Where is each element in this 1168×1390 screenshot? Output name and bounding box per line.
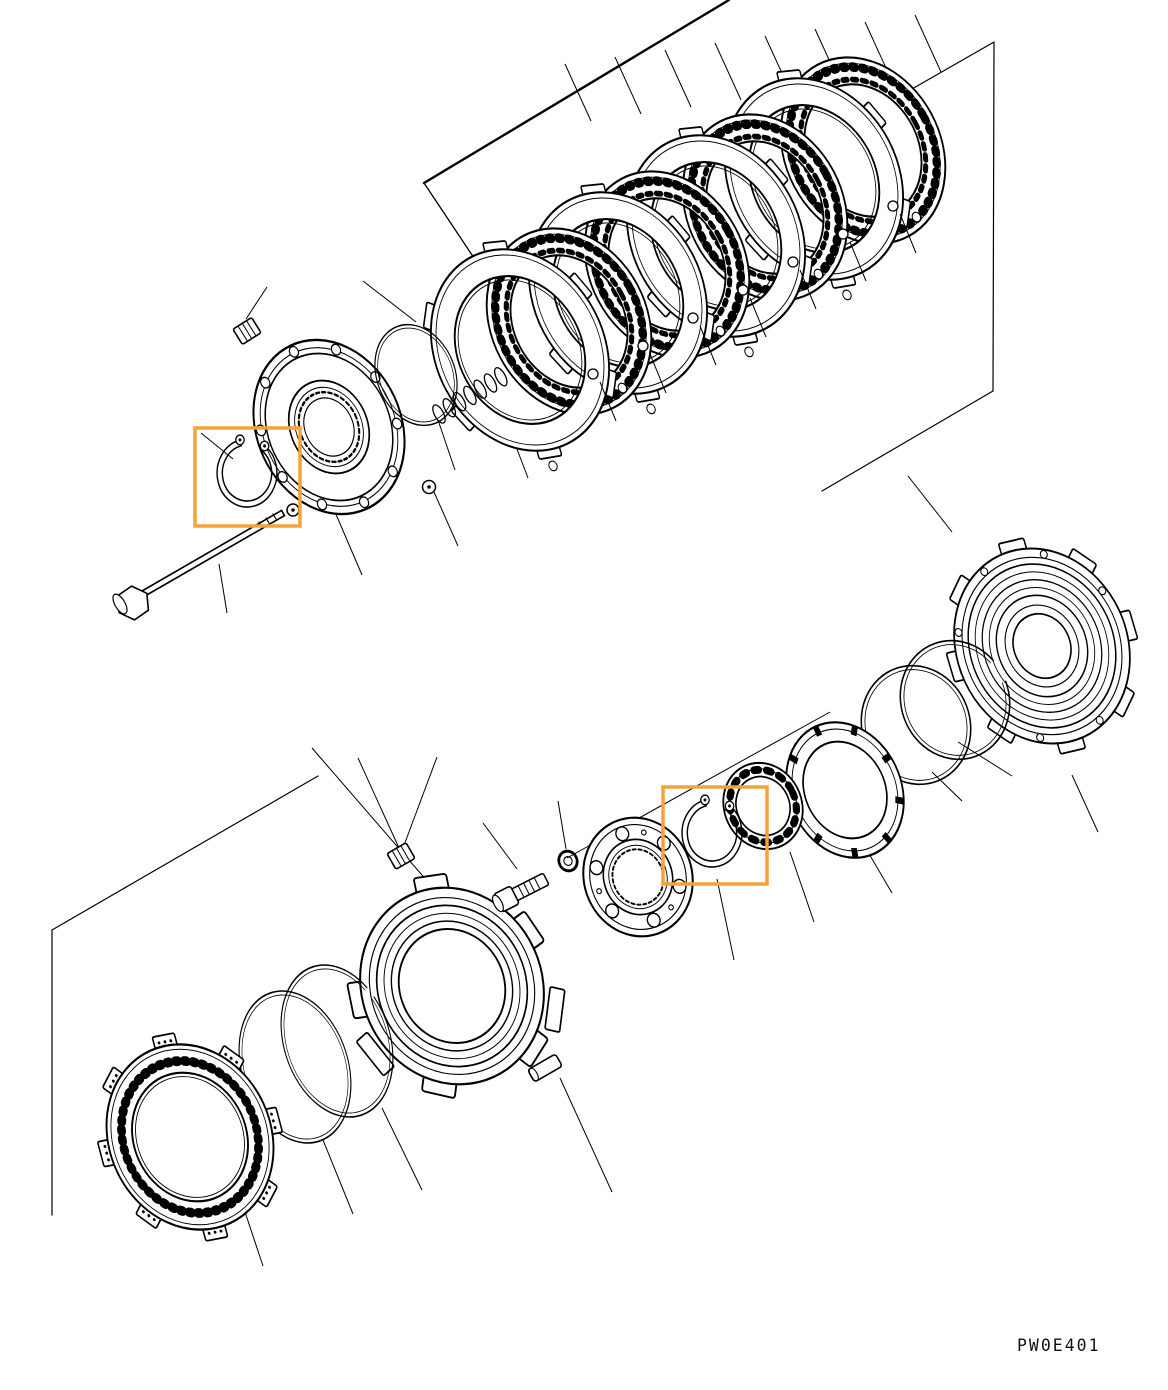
leader-line — [242, 1205, 264, 1267]
fence-left-corner-edge — [423, 182, 475, 259]
leader-line — [867, 851, 893, 894]
carrier-plug — [386, 841, 416, 871]
leader-line — [714, 42, 742, 101]
washer — [557, 849, 579, 873]
housing-rim-holes — [954, 549, 1107, 743]
leader-line — [362, 280, 417, 323]
fence-lower-left-diagonal — [51, 775, 319, 931]
leader-line — [716, 878, 735, 961]
socket-bolt — [491, 872, 550, 913]
clip-and-stub — [887, 200, 917, 254]
leader-line — [957, 741, 1013, 777]
leader-line — [1071, 774, 1099, 833]
small-clip — [286, 503, 300, 517]
leader-line — [402, 756, 438, 849]
clutch-disc-stack — [387, 28, 978, 505]
clutch-retainer-hub — [252, 338, 406, 516]
leader-line — [334, 511, 363, 576]
fence-right-bottom-edge — [821, 390, 994, 492]
piston-seal-ring-split — [280, 964, 394, 1118]
leader-line — [559, 1077, 613, 1193]
clip-and-stub — [737, 284, 767, 338]
breather-plug — [232, 316, 262, 346]
leader-line — [245, 286, 268, 320]
leader-line — [218, 563, 228, 614]
leader-line — [381, 1107, 423, 1191]
leader-line — [433, 491, 459, 547]
small-clip — [421, 479, 437, 495]
coil-spring — [432, 367, 508, 424]
leader-line — [564, 63, 592, 122]
toothed-end-plate — [97, 1032, 283, 1242]
leader-line — [357, 757, 400, 849]
clip-and-stub — [587, 368, 617, 422]
leader-line — [914, 14, 942, 73]
seal-ring-split — [899, 639, 1011, 761]
leader-line — [322, 1139, 354, 1215]
plate-tabs — [97, 1032, 283, 1242]
thrust-bearing-ring — [722, 761, 804, 851]
planet-carrier — [346, 872, 566, 1099]
leader-line — [311, 747, 429, 883]
fence-top-left-edge — [422, 0, 731, 185]
fence-right-edge — [992, 41, 995, 392]
clutch-drum-housing — [945, 537, 1139, 755]
clip-and-stub — [687, 312, 717, 366]
leader-line — [437, 419, 456, 471]
leader-line — [789, 851, 815, 923]
clip-and-stub — [787, 256, 817, 310]
o-ring-seal — [374, 323, 458, 427]
leader-line — [557, 800, 567, 850]
drawing-code-label: PW0E401 — [1017, 1336, 1101, 1355]
leader-line — [482, 822, 518, 870]
highlight-box-snap-ring-lower[interactable] — [661, 785, 769, 886]
spline-bore — [297, 390, 361, 464]
leader-line — [614, 56, 642, 115]
fence-top-right-edge — [897, 41, 995, 98]
dowel-pin — [527, 1054, 563, 1082]
highlight-box-snap-ring-upper[interactable] — [193, 426, 302, 528]
clip-and-stub — [837, 228, 867, 282]
clip-and-stub — [637, 340, 667, 394]
leader-line — [907, 475, 953, 533]
long-hex-bolt — [112, 509, 286, 621]
leader-line — [664, 49, 692, 108]
disc-retaining-clips — [587, 200, 917, 422]
